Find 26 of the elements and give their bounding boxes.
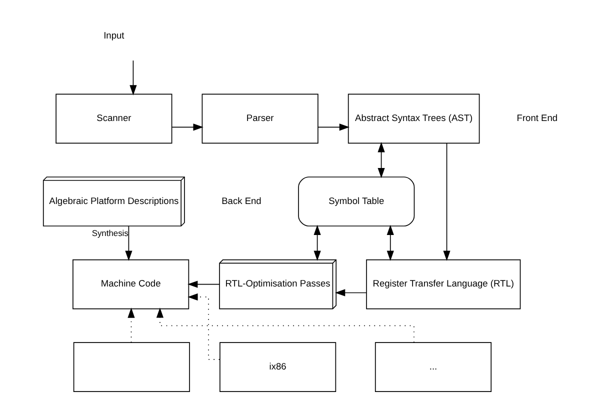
label: Back End	[221, 196, 261, 206]
label: Front End	[516, 113, 558, 124]
arrow	[187, 280, 220, 288]
arrow	[313, 224, 320, 261]
arrow	[334, 289, 366, 296]
node-box: Parser	[201, 94, 318, 144]
edge-label: Synthesis	[91, 228, 128, 238]
node-box: ...	[374, 342, 492, 392]
arrow	[317, 124, 350, 131]
arrow	[124, 226, 132, 261]
node-box: Abstract Syntax Trees (AST)	[347, 94, 480, 144]
arrow	[129, 60, 136, 96]
node-box: Register Transfer Language (RTL)	[366, 259, 520, 310]
arrow	[171, 124, 203, 131]
arrow	[386, 224, 394, 261]
node-box: Symbol Table	[298, 176, 414, 226]
arrow	[442, 143, 450, 261]
node-box: Machine Code	[72, 259, 189, 310]
arrow	[127, 308, 134, 343]
arrow	[377, 142, 384, 178]
node-box	[72, 342, 190, 392]
node-box: ix86	[219, 342, 336, 392]
arrow	[187, 293, 220, 360]
arrow	[156, 308, 414, 343]
node-text: Input	[103, 30, 124, 40]
node-box: Scanner	[55, 94, 172, 144]
